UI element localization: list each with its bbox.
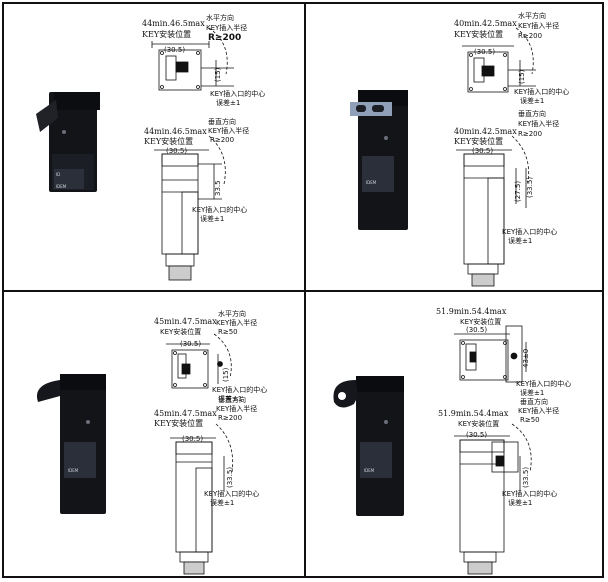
width-v: (30.5) bbox=[166, 147, 187, 155]
radius-v: R≥50 bbox=[520, 416, 540, 424]
switch-label: ID bbox=[56, 172, 60, 177]
key-insert-radius-v: KEY插入半径 bbox=[216, 404, 257, 413]
vertical-direction: 垂直方向 bbox=[218, 395, 246, 404]
width-h: (30.5) bbox=[180, 340, 201, 348]
top-view-drawing bbox=[151, 27, 234, 91]
dim-v: (33.5) bbox=[526, 177, 534, 198]
install-position-h: KEY安装位置 bbox=[454, 29, 503, 39]
center-h: KEY插入口的中心 bbox=[514, 87, 569, 96]
key-insert-radius-h: KEY插入半径 bbox=[206, 23, 247, 32]
tolerance-v: 误差±1 bbox=[200, 214, 224, 223]
width-v: (30.5) bbox=[466, 431, 487, 439]
panel-2-drawing: IDEM 40min.42.5max KEY安装位置 水平方向 KEY插入半径 … bbox=[350, 11, 569, 287]
vertical-direction: 垂直方向 bbox=[518, 109, 546, 118]
center-v: KEY插入口的中心 bbox=[192, 205, 247, 214]
radius-v: R≥200 bbox=[518, 130, 542, 138]
panel-1: ID IDEM 44min.46.5max KEY安装位置 水平方向 KEY插入… bbox=[4, 4, 304, 290]
tolerance-v: 误差±1 bbox=[508, 236, 532, 245]
key-insert-radius-v: KEY插入半径 bbox=[208, 126, 249, 135]
side-view-drawing bbox=[154, 135, 226, 281]
panel-4: IDEM 51.9min.54.4max KEY安装位置 (30.5) 43±0… bbox=[306, 292, 606, 578]
tolerance-h: 误差±1 bbox=[520, 96, 544, 105]
panel-1-drawing: ID IDEM 44min.46.5max KEY安装位置 水平方向 KEY插入… bbox=[36, 13, 265, 281]
switch-photo: IDEM bbox=[350, 90, 408, 230]
install-range-h: 40min.42.5max bbox=[454, 19, 517, 28]
center-v: KEY插入口的中心 bbox=[502, 489, 557, 498]
center-h: KEY插入口的中心 bbox=[210, 89, 265, 98]
tolerance-h: 误差±1 bbox=[520, 388, 544, 397]
tolerance-h: 误差±1 bbox=[216, 98, 240, 107]
install-range-h: 51.9min.54.4max bbox=[436, 307, 507, 316]
dim-v: (33.5) bbox=[522, 467, 530, 488]
radius-v: R≥200 bbox=[218, 414, 242, 422]
width-h: (30.5) bbox=[164, 46, 185, 54]
horizontal-direction: 水平方向 bbox=[206, 13, 234, 22]
switch-photo: IDEM bbox=[333, 376, 404, 516]
install-position-h: KEY安装位置 bbox=[460, 317, 501, 326]
install-position-h: KEY安装位置 bbox=[142, 29, 191, 39]
side-view-drawing bbox=[454, 423, 532, 575]
panel-3: IDEM 45min.47.5max KEY安装位置 水平方向 KEY插入半径 … bbox=[4, 292, 304, 578]
top-view-drawing bbox=[454, 325, 527, 383]
horizontal-divider bbox=[2, 290, 604, 292]
install-range-v: 45min.47.5max bbox=[154, 409, 217, 418]
switch-brand: IDEM bbox=[364, 468, 375, 473]
key-insert-radius-h: KEY插入半径 bbox=[216, 318, 257, 327]
radius-h: R≥200 bbox=[208, 33, 241, 43]
dim-v: 33.5 bbox=[214, 180, 222, 196]
side-view-drawing bbox=[170, 423, 234, 575]
top-view-drawing bbox=[166, 333, 232, 389]
dim-v2: (27.5) bbox=[514, 181, 522, 202]
width-v: (30.5) bbox=[472, 147, 493, 155]
key-insert-radius-h: KEY插入半径 bbox=[518, 21, 559, 30]
width-v: (30.5) bbox=[182, 435, 203, 443]
dim-h: (15) bbox=[222, 367, 230, 382]
key-insert-radius-v: KEY插入半径 bbox=[518, 119, 559, 128]
install-position-v: KEY安装位置 bbox=[144, 136, 193, 146]
install-range-h: 44min.46.5max bbox=[142, 19, 205, 28]
switch-brand: IDEM bbox=[68, 468, 79, 473]
horizontal-direction: 水平方向 bbox=[518, 11, 546, 20]
center-h: KEY插入口的中心 bbox=[516, 379, 571, 388]
dim-v: (33.5) bbox=[226, 467, 234, 488]
install-range-v: 51.9min.54.4max bbox=[438, 409, 509, 418]
install-position-v: KEY安装位置 bbox=[458, 419, 499, 428]
install-range-v: 44min.46.5max bbox=[144, 127, 207, 136]
width-h: (30.5) bbox=[466, 326, 487, 334]
install-range-v: 40min.42.5max bbox=[454, 127, 517, 136]
vertical-direction: 垂直方向 bbox=[208, 117, 236, 126]
center-v: KEY插入口的中心 bbox=[502, 227, 557, 236]
horizontal-direction: 水平方向 bbox=[218, 309, 246, 318]
install-position-v: KEY安装位置 bbox=[454, 136, 503, 146]
dim-h: 43±0 bbox=[522, 349, 530, 368]
dim-h: (15) bbox=[214, 67, 222, 82]
top-view-drawing bbox=[462, 27, 536, 93]
panel-2: IDEM 40min.42.5max KEY安装位置 水平方向 KEY插入半径 … bbox=[306, 4, 606, 290]
tolerance-v: 误差±1 bbox=[508, 498, 532, 507]
radius-h: R≥200 bbox=[518, 32, 542, 40]
width-h: (30.5) bbox=[474, 48, 495, 56]
center-h: KEY插入口的中心 bbox=[212, 385, 267, 394]
side-view-drawing bbox=[456, 135, 530, 287]
tolerance-h: 误差±1 bbox=[218, 394, 242, 403]
install-position-h: KEY安装位置 bbox=[160, 327, 201, 336]
switch-brand: IDEM bbox=[366, 180, 377, 185]
radius-h: R≥50 bbox=[218, 328, 238, 336]
install-range-h: 45min.47.5max bbox=[154, 317, 217, 326]
center-v: KEY插入口的中心 bbox=[204, 489, 259, 498]
radius-v: R≥200 bbox=[210, 136, 234, 144]
switch-brand: IDEM bbox=[56, 184, 67, 189]
vertical-direction: 垂直方向 bbox=[520, 397, 548, 406]
dim-h: (15) bbox=[518, 69, 526, 84]
key-insert-radius-v: KEY插入半径 bbox=[518, 406, 559, 415]
install-position-v: KEY安装位置 bbox=[154, 418, 203, 428]
panel-3-drawing: IDEM 45min.47.5max KEY安装位置 水平方向 KEY插入半径 … bbox=[36, 309, 267, 575]
switch-photo: ID IDEM bbox=[36, 92, 100, 192]
tolerance-v: 误差±1 bbox=[210, 498, 234, 507]
switch-photo: IDEM bbox=[36, 374, 106, 514]
panel-4-drawing: IDEM 51.9min.54.4max KEY安装位置 (30.5) 43±0… bbox=[333, 307, 571, 575]
